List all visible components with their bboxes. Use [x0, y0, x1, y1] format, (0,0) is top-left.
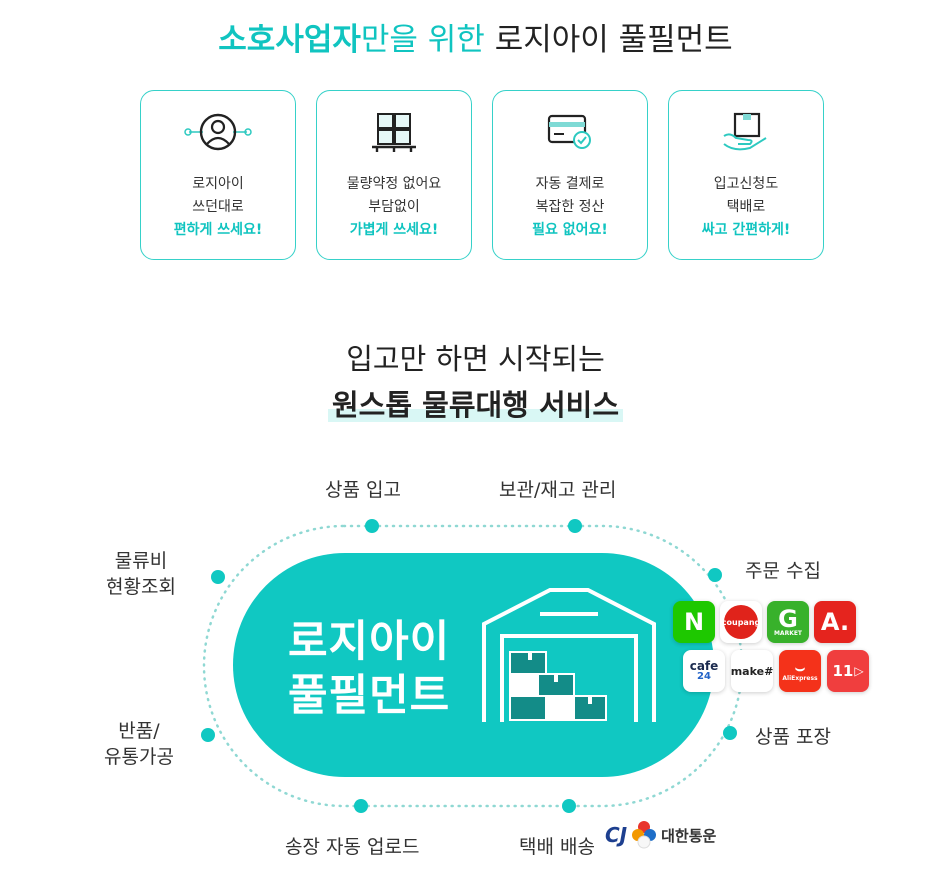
page-title: 소호사업자만을 위한 로지아이 풀필먼트 — [218, 22, 733, 58]
center-label: 로지아이 풀필먼트 — [288, 617, 451, 721]
step-dot — [365, 519, 379, 533]
step-dot — [723, 726, 737, 740]
aliexpress-logo: ⌣ AliExpress — [779, 650, 821, 692]
step-dot — [354, 799, 368, 813]
service-title: 원스톱 물류대행 서비스 — [0, 382, 951, 424]
step-inbound: 상품 입고 — [325, 479, 401, 501]
step-cost: 물류비 현황조회 — [106, 550, 176, 598]
step-dot — [562, 799, 576, 813]
benefit-card: 자동 결제로 복잡한 정산 필요 없어요! — [492, 90, 648, 260]
card-check-icon — [493, 91, 647, 173]
step-packing: 상품 포장 — [755, 726, 831, 748]
step-dot — [211, 570, 225, 584]
fulfillment-center — [233, 553, 714, 777]
benefit-cards: 로지아이 쓰던대로 편하게 쓰세요! 물량약정 없어요 부담없이 가볍게 쓰세요… — [140, 90, 824, 260]
benefit-card: 로지아이 쓰던대로 편하게 쓰세요! — [140, 90, 296, 260]
step-delivery: 택배 배송 — [519, 836, 595, 858]
warehouse-icon — [482, 588, 656, 722]
benefit-card: 물량약정 없어요 부담없이 가볍게 쓰세요! — [316, 90, 472, 260]
step-returns: 반품/ 유통가공 — [104, 720, 174, 768]
cart-icon: ⌣ — [794, 658, 806, 677]
user-circle-icon — [141, 91, 295, 173]
gmarket-logo: G MARKET — [767, 601, 809, 643]
step-dot — [201, 728, 215, 742]
step-invoice: 송장 자동 업로드 — [285, 836, 420, 858]
11st-logo: 11▷ — [827, 650, 869, 692]
service-subtitle: 입고만 하면 시작되는 — [346, 342, 605, 376]
step-dot — [708, 568, 722, 582]
coupang-logo: coupang — [720, 601, 762, 643]
benefit-card: 입고신청도 택배로 싸고 간편하게! — [668, 90, 824, 260]
step-storage: 보관/재고 관리 — [499, 479, 617, 501]
makeshop-logo: make# — [731, 650, 773, 692]
auction-logo: A. — [814, 601, 856, 643]
step-order: 주문 수집 — [745, 560, 821, 582]
hand-box-icon — [669, 91, 823, 173]
boxes-pallet-icon — [317, 91, 471, 173]
step-dot — [568, 519, 582, 533]
cj-logistics-logo: CJ 대한통운 — [605, 820, 716, 850]
cj-flower-icon — [632, 821, 657, 849]
naver-logo: N — [673, 601, 715, 643]
cafe24-logo: cafe 24 — [683, 650, 725, 692]
